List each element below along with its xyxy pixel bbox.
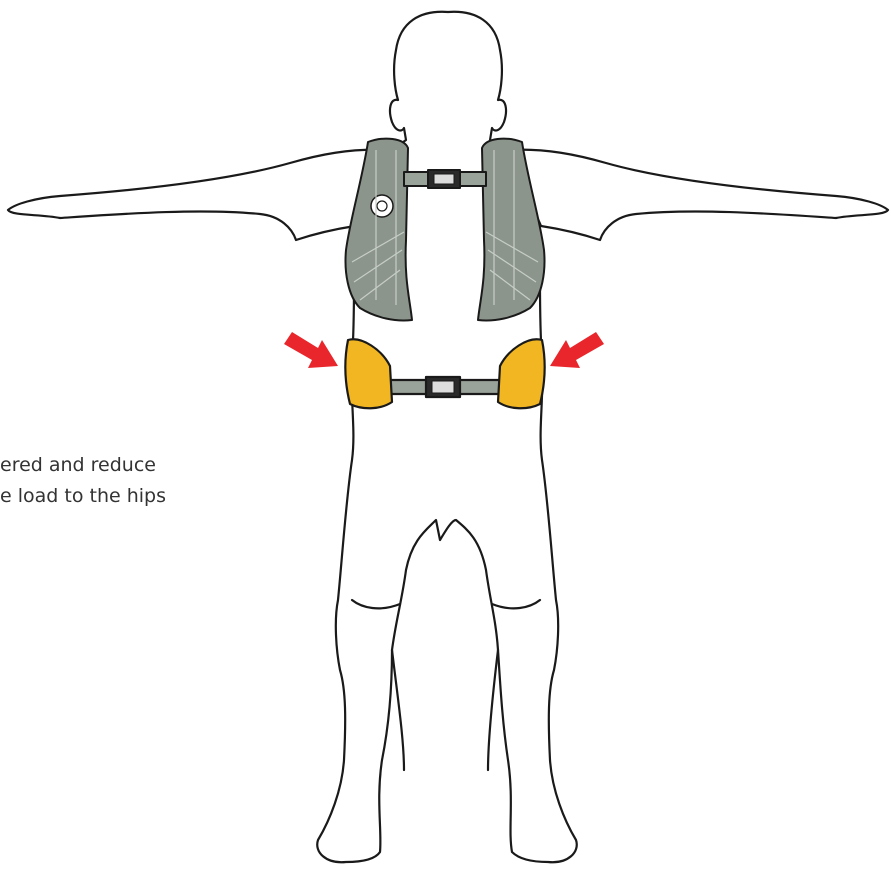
leg-seam-left xyxy=(392,650,404,770)
person-silhouette xyxy=(8,12,888,862)
left-arm xyxy=(8,150,388,240)
right-arm xyxy=(508,150,888,240)
arrow-left-icon xyxy=(284,332,338,368)
leg-seam-right xyxy=(488,650,498,770)
arrow-right-icon xyxy=(550,332,604,368)
caption-line-1: ered and reduce xyxy=(0,450,300,481)
vest-emblem xyxy=(371,195,393,217)
hip-buckle-inner xyxy=(432,381,454,393)
caption-line-2: e load to the hips xyxy=(0,481,300,512)
caption-text: ered and reduce e load to the hips xyxy=(0,450,300,512)
chest-buckle-inner xyxy=(434,174,454,184)
body-outline xyxy=(317,12,577,862)
